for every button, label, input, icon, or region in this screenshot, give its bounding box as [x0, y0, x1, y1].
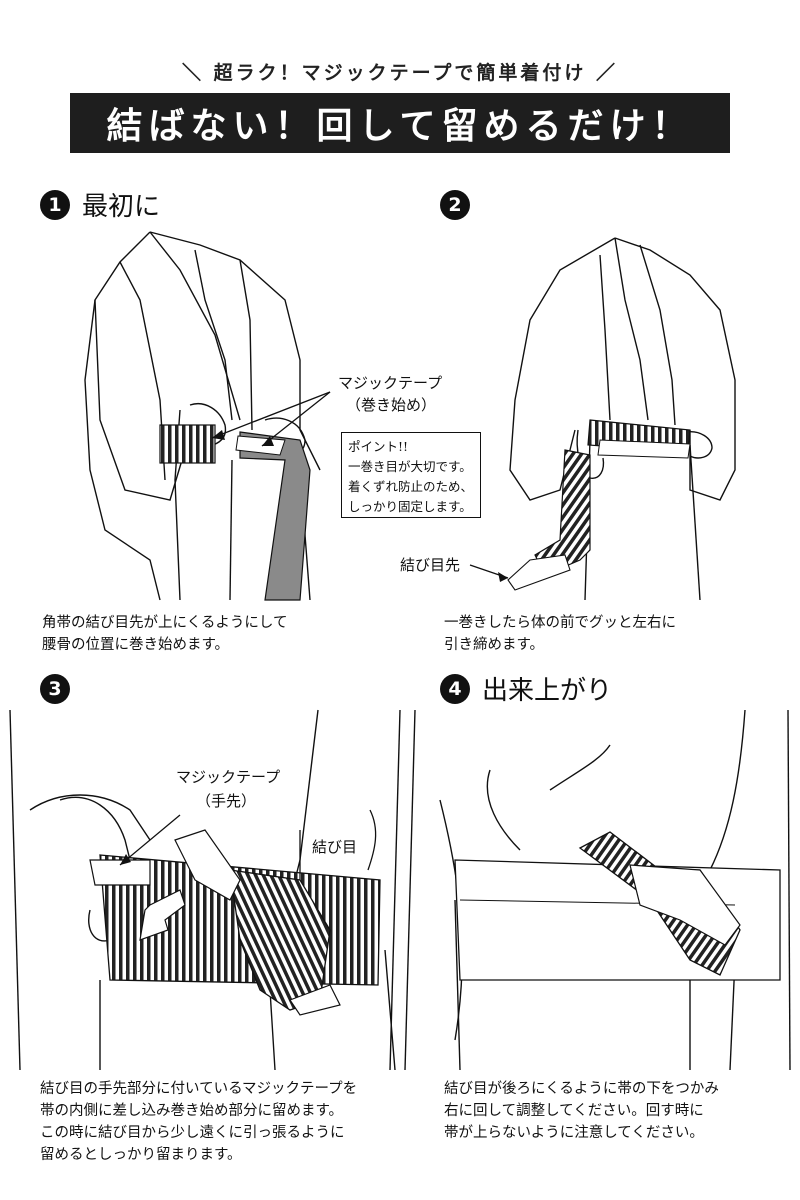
point-line-1: ポイント!!	[348, 439, 409, 454]
step-2-caption-line-2: 引き締めます。	[444, 637, 545, 653]
header-banner: 結ばない！回して留めるだけ！	[70, 93, 730, 153]
step-2-heading: 2	[440, 190, 470, 220]
step-3-label-magic-tape-sub: （手先）	[196, 792, 257, 810]
step-1-badge: 1	[40, 189, 70, 220]
step-4-caption-line-3: 帯が上らないように注意してください。	[444, 1125, 704, 1141]
step-3-caption-line-4: 留めるとしっかり留まります。	[40, 1147, 242, 1163]
step-3-caption-line-1: 結び目の手先部分に付いているマジックテープを	[40, 1081, 358, 1097]
step-3-heading: 3	[40, 674, 70, 704]
step-2-label-knot: 結び目先	[400, 556, 461, 574]
step-2-caption-line-1: 一巻きしたら体の前でグッと左右に	[444, 615, 676, 631]
step-1-point-box: ポイント!! 一巻き目が大切です。 着くずれ防止のため、 しっかり固定します。	[341, 432, 481, 518]
step-3-label-knot: 結び目	[312, 838, 358, 856]
step-1-title: 最初に	[82, 192, 161, 222]
step-4-heading: 4 出来上がり	[440, 670, 612, 707]
step-4-caption: 結び目が後ろにくるように帯の下をつかみ 右に回して調整してください。回す時に 帯…	[444, 1078, 719, 1144]
step-1-label-magic-tape-sub: （巻き始め）	[346, 396, 437, 414]
step-4-title: 出来上がり	[482, 676, 613, 706]
step-1-caption-line-1: 角帯の結び目先が上にくるようにして	[42, 615, 288, 631]
step-3-caption: 結び目の手先部分に付いているマジックテープを 帯の内側に差し込み巻き始め部分に留…	[40, 1078, 357, 1166]
step-3-caption-line-2: 帯の内側に差し込み巻き始め部分に留めます。	[40, 1103, 344, 1119]
step-4-caption-line-2: 右に回して調整してください。回す時に	[444, 1103, 704, 1119]
step-1-caption: 角帯の結び目先が上にくるようにして 腰骨の位置に巻き始めます。	[42, 612, 287, 656]
point-line-3: 着くずれ防止のため、	[348, 479, 474, 494]
point-line-2: 一巻き目が大切です。	[348, 459, 472, 474]
header-subtitle: ＼ 超ラク！マジックテープで簡単着付け ／	[181, 62, 619, 84]
point-line-4: しっかり固定します。	[348, 499, 472, 514]
step-2-caption: 一巻きしたら体の前でグッと左右に 引き締めます。	[444, 612, 676, 656]
step-4-badge: 4	[440, 673, 470, 704]
step-2-badge: 2	[440, 190, 470, 220]
step-4-caption-line-1: 結び目が後ろにくるように帯の下をつかみ	[444, 1081, 719, 1097]
step-1-label-magic-tape: マジックテープ	[338, 374, 443, 392]
step-3-label-magic-tape: マジックテープ	[176, 768, 281, 786]
step-1-heading: 1 最初に	[40, 186, 160, 223]
step-3-badge: 3	[40, 674, 70, 704]
step-3-caption-line-3: この時に結び目から少し遠くに引っ張るように	[40, 1125, 345, 1141]
step-1-caption-line-2: 腰骨の位置に巻き始めます。	[42, 637, 230, 653]
